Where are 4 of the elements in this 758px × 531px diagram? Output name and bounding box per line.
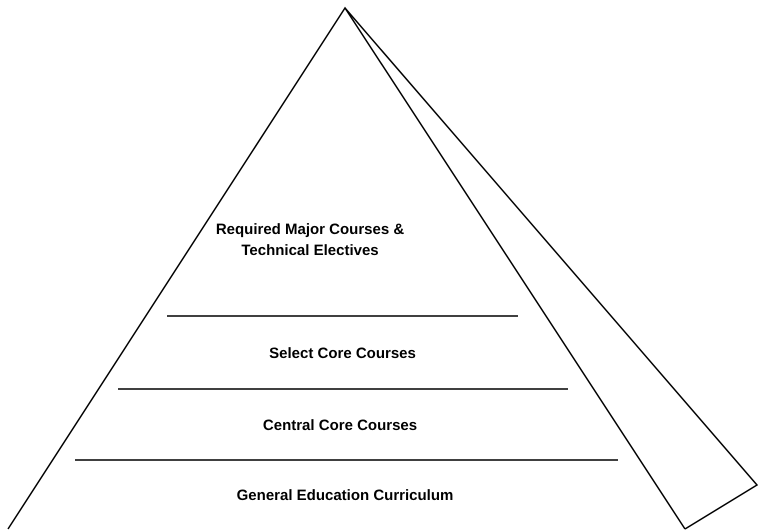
tier-label: General Education Curriculum [236, 486, 454, 506]
tier-label: Select Core Courses [269, 344, 416, 364]
tier-label: Central Core Courses [262, 416, 418, 436]
tier-label: Required Major Courses & Technical Electives [215, 220, 405, 261]
